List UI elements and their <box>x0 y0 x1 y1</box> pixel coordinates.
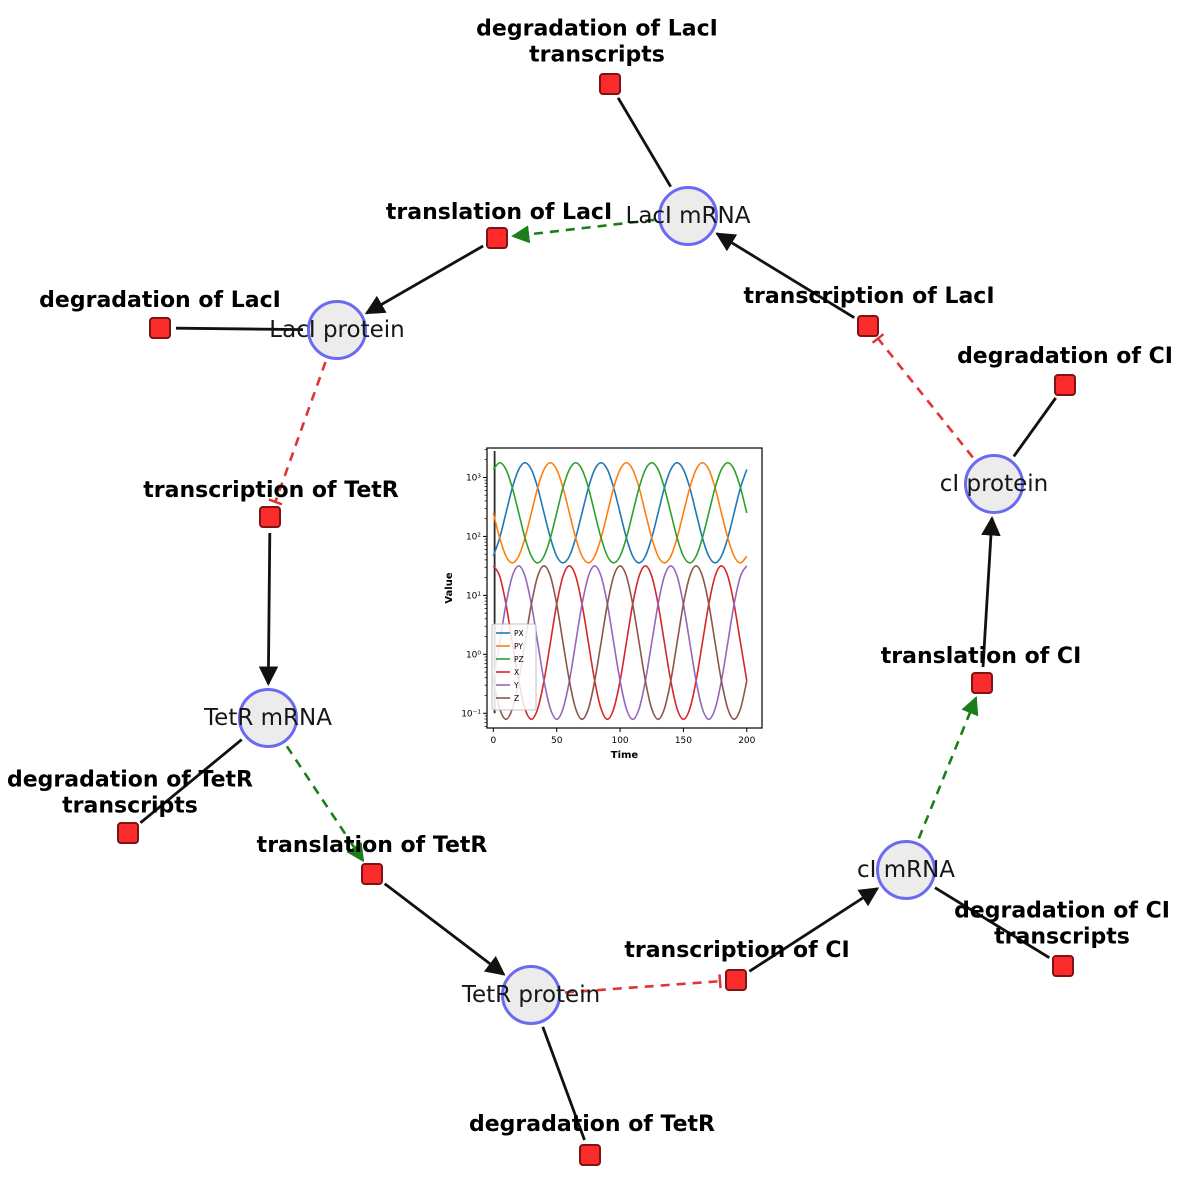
edge-transcription_laci-laci_mrna <box>715 232 856 319</box>
edge-transcription_tetr-tetr_mrna <box>258 532 279 686</box>
species-node-ci_protein <box>964 454 1024 514</box>
y-tick-label: 10³ <box>466 473 481 483</box>
reaction-label-line: transcription of LacI <box>743 283 995 309</box>
species-label-laci_protein: LacI protein <box>269 317 405 343</box>
edge-tetr_protein-deg_tetr <box>541 1026 586 1141</box>
reaction-label-translation_tetr: translation of TetR <box>257 833 488 859</box>
edge-ci_protein-deg_ci <box>1012 397 1057 458</box>
species-node-laci_protein <box>307 300 367 360</box>
legend-label-PZ: PZ <box>514 655 524 664</box>
reaction-label-translation_ci: translation of CI <box>881 644 1082 670</box>
y-tick-label: 10² <box>466 532 481 542</box>
reaction-label-line: transcripts <box>529 43 665 68</box>
reaction-node-deg_laci <box>149 317 171 339</box>
reaction-node-deg_tetr <box>579 1144 601 1166</box>
reaction-label-line: translation of TetR <box>256 832 488 858</box>
reaction-node-translation_tetr <box>361 863 383 885</box>
reaction-node-transcription_laci <box>857 315 879 337</box>
edge-tetr_mrna-translation_tetr <box>285 745 365 863</box>
legend-label-PY: PY <box>514 642 523 651</box>
reaction-node-deg_laci_tx <box>599 73 621 95</box>
reaction-label-line: degradation of TetR <box>468 1111 716 1137</box>
x-tick-label: 150 <box>675 736 692 746</box>
reaction-label-line: transcripts <box>62 794 198 819</box>
species-node-ci_mrna <box>876 840 936 900</box>
y-tick-label: 10⁰ <box>466 650 481 660</box>
edge-laci_protein-transcription_tetr <box>268 361 327 506</box>
reaction-label-line: translation of LacI <box>385 199 613 225</box>
reaction-label-transcription_laci: transcription of LacI <box>743 284 994 310</box>
series-curve-PX <box>492 461 748 564</box>
edge-laci_protein-deg_laci <box>175 326 304 331</box>
legend-label-PX: PX <box>514 629 524 638</box>
x-axis-label: Time <box>611 750 639 761</box>
species-node-tetr_protein <box>501 965 561 1025</box>
reaction-node-transcription_tetr <box>259 506 281 528</box>
reaction-label-line: transcription of CI <box>624 937 850 963</box>
y-tick-label: 10⁻¹ <box>461 709 481 719</box>
edge-translation_tetr-tetr_protein <box>383 882 506 976</box>
edge-translation_laci-laci_protein <box>364 244 484 315</box>
species-label-ci_protein: cI protein <box>939 471 1049 497</box>
reaction-label-line: degradation of CI <box>954 898 1170 924</box>
reaction-label-line: degradation of CI <box>957 343 1173 369</box>
x-tick-label: 100 <box>611 736 628 746</box>
reaction-node-translation_laci <box>486 227 508 249</box>
reaction-label-line: transcription of TetR <box>143 477 399 503</box>
edge-transcription_ci-ci_mrna <box>748 887 880 973</box>
species-node-laci_mrna <box>658 186 718 246</box>
reaction-label-line: degradation of LacI <box>39 287 281 313</box>
x-tick-label: 50 <box>551 736 563 746</box>
x-tick-label: 0 <box>490 736 496 746</box>
species-label-tetr_protein: TetR protein <box>461 982 601 1008</box>
reaction-label-transcription_ci: transcription of CI <box>624 938 849 964</box>
reaction-node-deg_ci <box>1054 374 1076 396</box>
series-curve-Z <box>492 565 748 721</box>
reaction-label-line: degradation of TetR <box>6 767 254 793</box>
species-node-tetr_mrna <box>238 688 298 748</box>
edge-tetr_protein-transcription_ci <box>564 974 722 994</box>
edge-translation_ci-ci_protein <box>981 515 1001 668</box>
y-axis-label: Value <box>444 572 455 603</box>
reaction-label-line: transcripts <box>994 925 1130 950</box>
y-tick-label: 10¹ <box>466 591 481 601</box>
legend-label-Y: Y <box>513 681 519 690</box>
reaction-node-deg_tetr_tx <box>117 822 139 844</box>
reaction-label-deg_laci: degradation of LacI <box>39 288 281 314</box>
edge-laci_mrna-translation_laci <box>511 218 655 244</box>
reaction-label-deg_tetr: degradation of TetR <box>469 1112 715 1138</box>
reaction-label-transcription_tetr: transcription of TetR <box>143 478 398 504</box>
species-label-laci_mrna: LacI mRNA <box>625 203 751 229</box>
reaction-node-deg_ci_tx <box>1052 955 1074 977</box>
species-label-ci_mrna: cI mRNA <box>856 857 956 883</box>
reaction-label-deg_ci: degradation of CI <box>957 344 1173 370</box>
reaction-node-translation_ci <box>971 672 993 694</box>
legend-label-Z: Z <box>514 694 519 703</box>
legend-label-X: X <box>514 668 519 677</box>
reaction-node-transcription_ci <box>725 969 747 991</box>
reaction-label-line: degradation of LacI <box>476 16 718 42</box>
edge-ci_mrna-deg_ci_tx <box>934 886 1051 959</box>
reaction-label-translation_laci: translation of LacI <box>386 200 612 226</box>
edge-laci_mrna-deg_laci_tx <box>616 97 672 188</box>
reaction-label-line: translation of CI <box>880 643 1082 669</box>
edge-tetr_mrna-deg_tetr_tx <box>139 738 243 824</box>
series-curve-PY <box>492 461 748 564</box>
species-label-tetr_mrna: TetR mRNA <box>204 705 332 731</box>
series-curve-PZ <box>492 461 748 564</box>
x-tick-label: 200 <box>738 736 755 746</box>
